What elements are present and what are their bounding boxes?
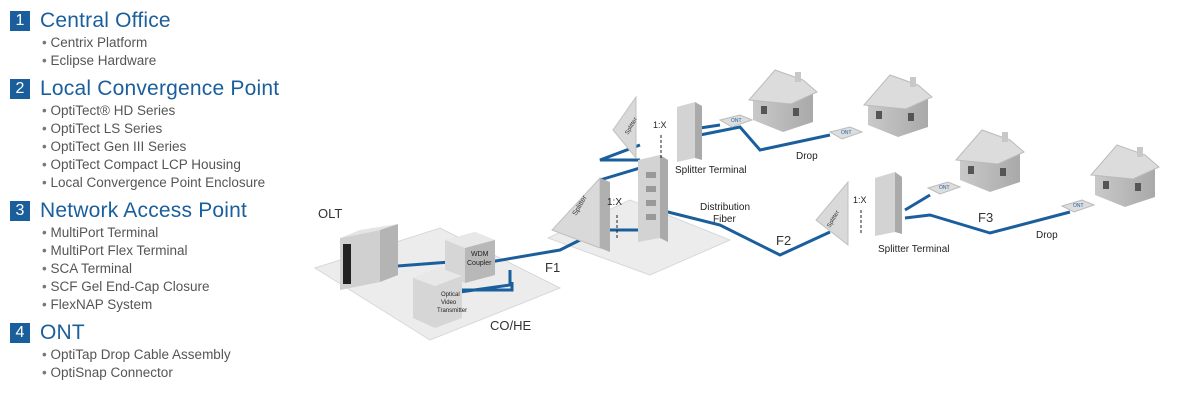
list-item: MultiPort Flex Terminal <box>42 242 300 260</box>
list-item: OptiTect Compact LCP Housing <box>42 156 300 174</box>
f1-label: F1 <box>545 260 560 275</box>
wdm-coupler <box>445 232 495 283</box>
list-item: SCA Terminal <box>42 260 300 278</box>
fiber-lines <box>371 123 1071 294</box>
distribution-label-line1: Distribution <box>700 202 750 213</box>
house-3 <box>954 129 1025 192</box>
section-title: ONT <box>40 321 85 344</box>
f2-label: F2 <box>776 233 791 248</box>
wdm-label-line2: Coupler <box>467 260 492 267</box>
ovt-label-line2: Video <box>441 300 457 306</box>
svg-text:ONT: ONT <box>731 118 742 124</box>
ont-device-2: ONT <box>828 126 864 140</box>
splitter-terminal-label-2: Splitter Terminal <box>878 244 950 255</box>
list-item: OptiTect Gen III Series <box>42 138 300 156</box>
olt-label: OLT <box>318 206 342 221</box>
list-item: FlexNAP System <box>42 296 300 314</box>
legend-section-ont: 4 ONT OptiTap Drop Cable Assembly OptiSna… <box>10 320 300 382</box>
nap2-splitter <box>815 180 849 247</box>
legend-section-lcp: 2 Local Convergence Point OptiTect® HD Se… <box>10 76 300 192</box>
drop-label-2: Drop <box>1036 230 1058 241</box>
ont-device-4: ONT <box>1060 199 1096 213</box>
list-item: Eclipse Hardware <box>42 52 300 70</box>
svg-text:ONT: ONT <box>1073 203 1084 209</box>
section-number: 3 <box>10 201 30 221</box>
house-4 <box>1089 144 1160 207</box>
list-item: SCF Gel End-Cap Closure <box>42 278 300 296</box>
fiber-nap1-house <box>699 123 721 130</box>
house-2 <box>862 74 933 137</box>
fiber-lcp-nap1 <box>599 143 641 162</box>
nap2-terminal <box>875 172 902 236</box>
fiber-nap1-drop <box>699 125 831 152</box>
fiber-nap2-drop1 <box>904 193 931 212</box>
co-he-label: CO/HE <box>490 318 532 333</box>
lcp-splitter <box>551 176 610 252</box>
section-title: Local Convergence Point <box>40 77 280 100</box>
legend: 1 Central Office Centrix Platform Eclipse… <box>10 8 300 388</box>
nap1-ratio-label: 1:X <box>653 120 667 130</box>
legend-section-central-office: 1 Central Office Centrix Platform Eclipse… <box>10 8 300 70</box>
house-1 <box>747 69 818 132</box>
fiber-dist-f2 <box>659 208 831 257</box>
f3-label: F3 <box>978 210 993 225</box>
list-item: MultiPort Terminal <box>42 224 300 242</box>
nap1-terminal <box>677 102 702 162</box>
list-item: OptiSnap Connector <box>42 364 300 382</box>
list-item: OptiTap Drop Cable Assembly <box>42 346 300 364</box>
list-item: OptiTect LS Series <box>42 120 300 138</box>
fiber-co-he <box>459 270 512 294</box>
ovt-label-line3: Transmitter <box>437 308 467 314</box>
fiber-f3-drop <box>904 210 1071 235</box>
lcp-ratio-label: 1:X <box>607 197 622 208</box>
legend-section-nap: 3 Network Access Point MultiPort Terminal… <box>10 198 300 314</box>
ovt-label-line1: Optical <box>441 292 460 298</box>
section-number: 4 <box>10 323 30 343</box>
section-number: 2 <box>10 79 30 99</box>
list-item: OptiTect® HD Series <box>42 102 300 120</box>
splitter-terminal-label-1: Splitter Terminal <box>675 165 747 176</box>
list-item: Centrix Platform <box>42 34 300 52</box>
svg-text:ONT: ONT <box>939 185 950 191</box>
svg-text:ONT: ONT <box>841 130 852 136</box>
section-number: 1 <box>10 11 30 31</box>
section-title: Central Office <box>40 9 171 32</box>
optical-video-transmitter <box>413 268 462 328</box>
ont-device-3: ONT <box>926 181 962 195</box>
wdm-label-line1: WDM <box>471 251 489 258</box>
section-title: Network Access Point <box>40 199 248 222</box>
distribution-label-line2: Fiber <box>713 214 736 225</box>
nap1-splitter <box>612 95 637 160</box>
drop-label-1: Drop <box>796 151 818 162</box>
network-diagram: OLT WDM Coupler Optical Video Transmitte… <box>313 69 1160 341</box>
lcp-terminal <box>638 155 668 242</box>
list-item: Local Convergence Point Enclosure <box>42 174 300 192</box>
nap2-ratio-label: 1:X <box>853 195 867 205</box>
olt-device <box>340 224 398 290</box>
ont-device-1: ONT <box>718 114 754 128</box>
